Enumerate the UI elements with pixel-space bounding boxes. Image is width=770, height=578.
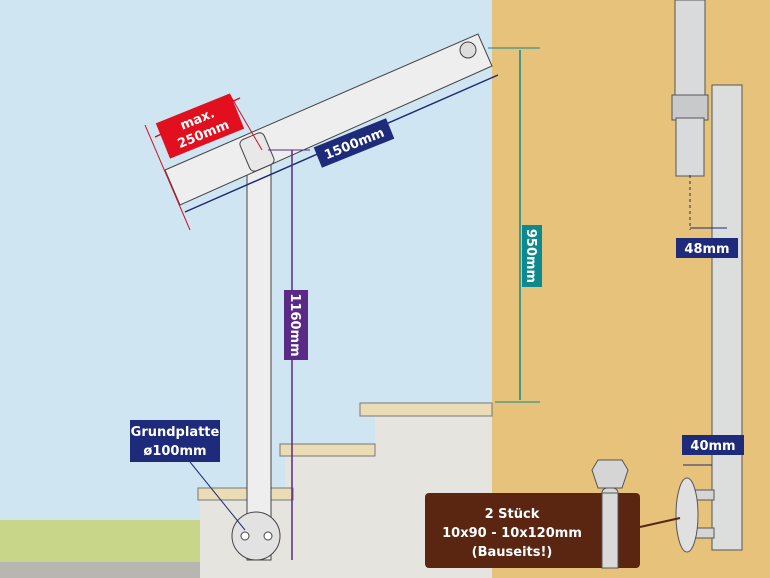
handrail-post [246,139,272,561]
grundplatte-label-line1: Grundplatte [131,425,220,440]
post-height-label-box [284,290,308,360]
base-plate-hole [263,531,273,541]
bolt-head [591,459,629,489]
bolt-shaft-overlay [601,492,619,569]
step-middle [279,443,376,457]
ground-grass [0,520,212,562]
bolt-leader [639,517,681,528]
extension-line [229,94,263,151]
rail-length-label-box [313,118,395,168]
post-height-label: 1160mm [287,293,302,356]
base-plate-hole [240,531,250,541]
max-label-box [155,93,245,159]
height-950-label: 950mm [523,229,538,283]
extension-line [144,124,191,231]
rail-joint [239,132,275,172]
height-950-label-box [522,225,542,287]
bolt-note: (Bauseits!) [472,545,553,560]
bolt-quantity: 2 Stück [485,507,540,522]
step-top [359,402,493,417]
bolt-info-box [425,493,640,568]
grundplatte-label-box [130,420,220,462]
tube-48-label: 48mm [684,242,729,257]
ground-pavement [0,562,212,578]
base-plate [231,511,281,561]
wall-mount-bolt [459,41,477,59]
bolt-size: 10x90 - 10x120mm [442,526,582,541]
tube-40-label: 40mm [690,439,735,454]
grundplatte-leader [189,461,246,531]
grundplatte-label-line2: ø100mm [143,444,206,459]
tube-48-label-box [676,238,738,258]
tube-40-label-box [682,435,744,455]
tube-sleeve [671,94,709,121]
wall-flange [675,477,699,553]
lower-tube [711,84,743,551]
upper-tube [674,0,706,101]
tube-insert [675,117,705,177]
